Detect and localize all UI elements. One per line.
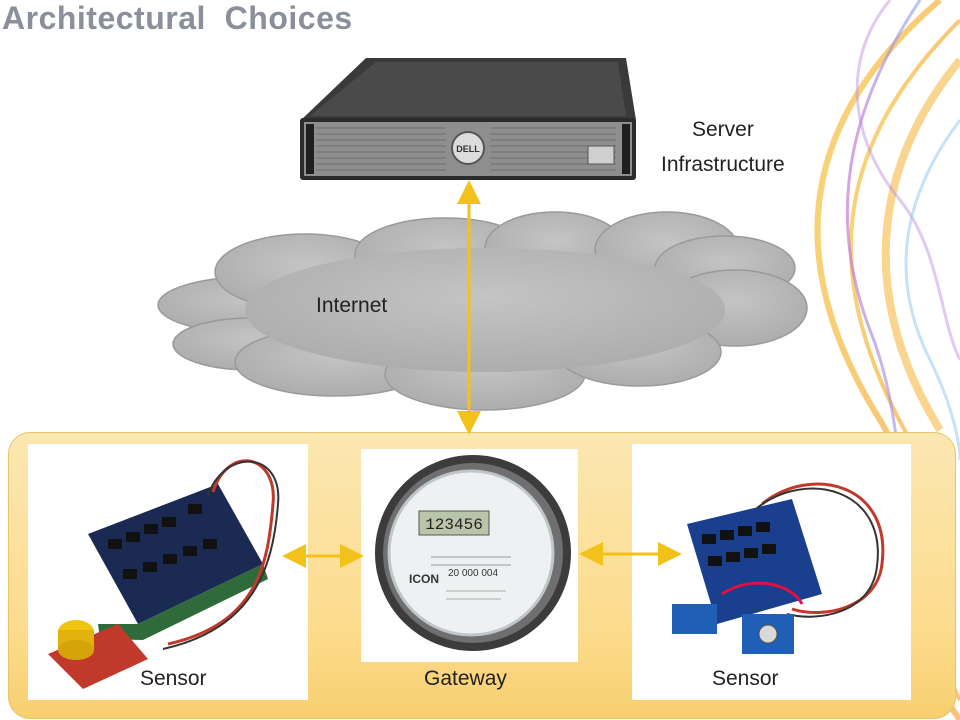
slide-title: Architectural Choices [2, 0, 353, 36]
gateway-caption: Gateway [424, 667, 507, 690]
meter-number: 20 000 004 [448, 568, 498, 579]
gateway-meter-image: 123456 ICON 20 000 004 [361, 449, 578, 662]
sensor-caption-right: Sensor [712, 667, 779, 690]
server-brand-logo: DELL [456, 144, 480, 154]
infrastructure-label: Infrastructure [661, 153, 785, 176]
internet-label: Internet [316, 294, 388, 317]
server-label: Server [692, 118, 754, 141]
internet-cloud [157, 211, 808, 411]
sensor-board-image-left [28, 444, 308, 700]
meter-brand: ICON [409, 572, 439, 586]
server-image: DELL [300, 58, 636, 180]
meter-display: 123456 [425, 516, 483, 534]
sensor-caption-left: Sensor [140, 667, 207, 690]
sensor-board-image-right [632, 444, 911, 700]
